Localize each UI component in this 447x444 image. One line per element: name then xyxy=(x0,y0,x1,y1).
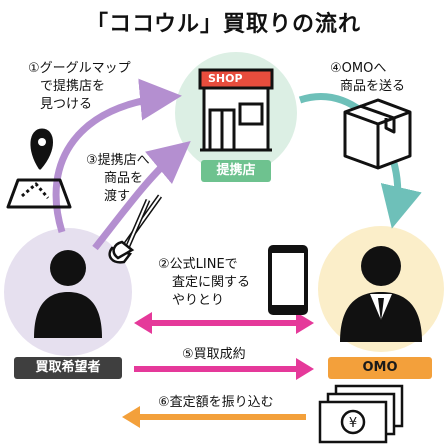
golf-club-icon xyxy=(108,194,163,264)
omo-person-icon xyxy=(340,246,422,342)
arrow-step6 xyxy=(122,406,306,428)
shop-icon xyxy=(198,68,274,152)
arrow-step2 xyxy=(134,312,314,334)
step2-line1: ②公式LINEで xyxy=(158,257,238,272)
step2-line2: 査定に関する xyxy=(172,275,251,290)
step1-line3: 見つける xyxy=(40,97,93,112)
arrow-step3 xyxy=(92,141,191,251)
shop-sign-text: SHOP xyxy=(208,72,243,85)
cash-icon: ¥ xyxy=(318,384,404,444)
smartphone-icon xyxy=(268,245,308,315)
svg-text:¥: ¥ xyxy=(349,416,357,431)
step6-text: ⑥査定額を振り込む xyxy=(158,395,274,410)
step5-text: ⑤買取成約 xyxy=(182,347,246,362)
box-icon xyxy=(343,98,412,170)
step4-line1: ④OMOへ xyxy=(330,61,387,76)
map-pin-icon xyxy=(6,128,72,209)
seller-person-icon xyxy=(34,250,102,338)
step1-line1: ①グーグルマップ xyxy=(28,61,131,76)
step2-line3: やりとり xyxy=(172,293,225,308)
omo-label: OMO xyxy=(328,357,432,379)
seller-label: 買取希望者 xyxy=(14,357,122,379)
step4-line2: 商品を送る xyxy=(340,79,406,94)
step3-line3: 渡す xyxy=(104,189,131,204)
arrow-step5 xyxy=(134,358,314,380)
step1-line2: で提携店を xyxy=(40,79,106,94)
store-label: 提携店 xyxy=(201,160,271,182)
step3-line1: ③提携店へ xyxy=(86,153,150,168)
step3-line2: 商品を xyxy=(104,171,144,186)
page-title: 「ココウル」買取りの流れ xyxy=(85,12,362,37)
